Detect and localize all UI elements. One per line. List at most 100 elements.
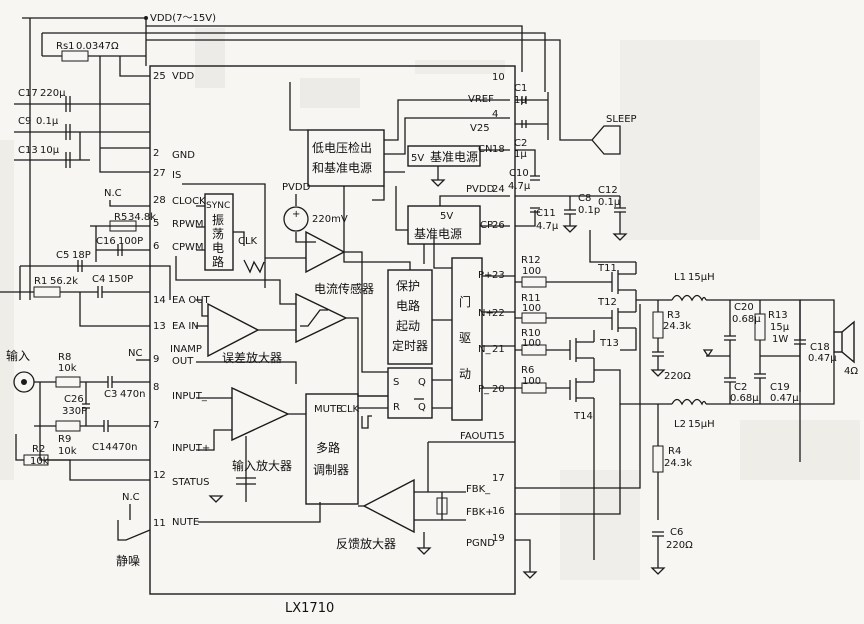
ref2-voltage: 5V [440, 211, 453, 222]
mux-mute: MUTE [314, 404, 342, 415]
feedback-amplifier [362, 478, 415, 534]
pin-5-number: 5 [153, 218, 159, 229]
mux-line-1: 多路 [316, 440, 340, 455]
is-sense-wire [99, 56, 150, 173]
c11-cap [530, 207, 540, 213]
speaker-impedance: 4Ω [844, 366, 858, 377]
r9-value: 10k [58, 446, 77, 457]
pin-4-name: V25 [470, 123, 490, 134]
pin-19-number: 19 [492, 533, 505, 544]
vdd-rail-wires [22, 17, 561, 300]
pin-27-name: IS [172, 170, 181, 181]
c18-value: 0.47μ [808, 353, 837, 364]
c1-value: 1μ [514, 95, 527, 106]
r10-label: R10 [521, 328, 541, 339]
l1-label: L1 [674, 272, 686, 283]
mux-line-2: 调制器 [313, 463, 349, 477]
pin-14-name: EA OUT [172, 295, 211, 306]
r4-label: R4 [668, 446, 681, 457]
c4-label: C4 [92, 274, 105, 285]
c4-value: 150P [108, 274, 133, 285]
pin-8-name: INPUT_ [172, 391, 208, 402]
vdd-label: VDD(7～15V) [150, 13, 216, 24]
c20-c2-branch [702, 300, 736, 404]
r10-resistor [521, 344, 547, 356]
pin-25-number: 25 [153, 71, 166, 82]
pin-16-number: 16 [492, 506, 505, 517]
pin-21-number: 21 [492, 344, 505, 355]
l2-label: L2 [674, 419, 686, 430]
input-amplifier [231, 386, 290, 442]
r1-label: R1 [34, 276, 47, 287]
left-decoupling-wires [14, 103, 150, 161]
c2b-value: 0.68μ [730, 393, 759, 404]
uvlo-line-1: 低电压检出 [312, 140, 372, 155]
pin-23-number: 23 [492, 270, 505, 281]
c6-label: C6 [670, 527, 683, 538]
gate-resistor-wires [515, 281, 612, 389]
pin-19-name: PGND [466, 538, 495, 549]
nc-3: N.C [122, 492, 140, 503]
c10-label: C10 [509, 168, 529, 179]
sr-q: Q [418, 377, 426, 388]
c2b-label: C2 [734, 382, 747, 393]
mute-line [198, 502, 321, 523]
l1-inductor [671, 294, 707, 302]
pin-26-number: 26 [492, 220, 505, 231]
pvdd-label-2: PVDD [466, 184, 495, 195]
pin-13-number: 13 [153, 321, 166, 332]
sr-latch [387, 367, 433, 419]
sleep-connector[interactable] [559, 112, 621, 155]
pin-18-number: 18 [492, 144, 505, 155]
gate-2: 驱 [459, 331, 471, 345]
c14-label: C14 [92, 442, 112, 453]
r5-value: 34.8k [128, 212, 156, 223]
pin-14-number: 14 [153, 295, 166, 306]
feedback-amp-wires [358, 441, 515, 555]
ref2-name: 基准电源 [414, 227, 462, 241]
pin-12-number: 12 [153, 470, 166, 481]
error-amplifier [207, 302, 260, 358]
pin-27-number: 27 [153, 168, 166, 179]
pin-17-number: 17 [492, 473, 505, 484]
ref-5v-block-1 [407, 145, 481, 167]
r6-resistor [521, 382, 547, 394]
osc-char-3: 电 [212, 241, 224, 255]
r13-watt: 1W [772, 334, 788, 345]
r3-label: R3 [667, 310, 680, 321]
sr-r: R [393, 402, 400, 413]
sleep-label: SLEEP [606, 114, 637, 125]
c5-value: 18P [72, 250, 91, 261]
c1-c2-caps [521, 96, 527, 128]
pvdd-wires [295, 194, 316, 243]
r2-label: R2 [32, 444, 45, 455]
c12-value: 0.1μ [598, 197, 621, 208]
c17-value: 220μ [40, 88, 66, 99]
gate-3: 动 [459, 367, 471, 381]
ref2-wires [395, 186, 510, 264]
r13-value: 15μ [770, 322, 790, 333]
l1-value: 15μH [688, 272, 715, 283]
current-sensor-label: 电流传感器 [314, 281, 374, 296]
c18-label: C18 [810, 342, 830, 353]
pin-10-number: 10 [492, 72, 505, 83]
t13-label: T13 [599, 338, 619, 349]
mosfet-rails [589, 230, 637, 560]
c16-label: C16 [96, 236, 116, 247]
gate-driver-wires [433, 236, 515, 389]
pin-13-name: EA IN [172, 321, 199, 332]
gate-1: 门 [459, 294, 471, 309]
pin-7-name: INPUT+ [172, 443, 210, 454]
c2a-label: C2 [514, 138, 527, 149]
l2-inductor [671, 398, 707, 406]
pin-9-number: 9 [153, 354, 159, 365]
ramp-symbol [300, 309, 328, 327]
mute-switch[interactable] [117, 520, 151, 541]
pin-11-name: NUTE [172, 517, 199, 528]
c11-label: C11 [536, 208, 556, 219]
pin-24-number: 24 [492, 184, 505, 195]
current-comparator [305, 230, 346, 274]
c10-value: 4.7μ [508, 181, 531, 192]
rs1-resistor [61, 50, 89, 62]
